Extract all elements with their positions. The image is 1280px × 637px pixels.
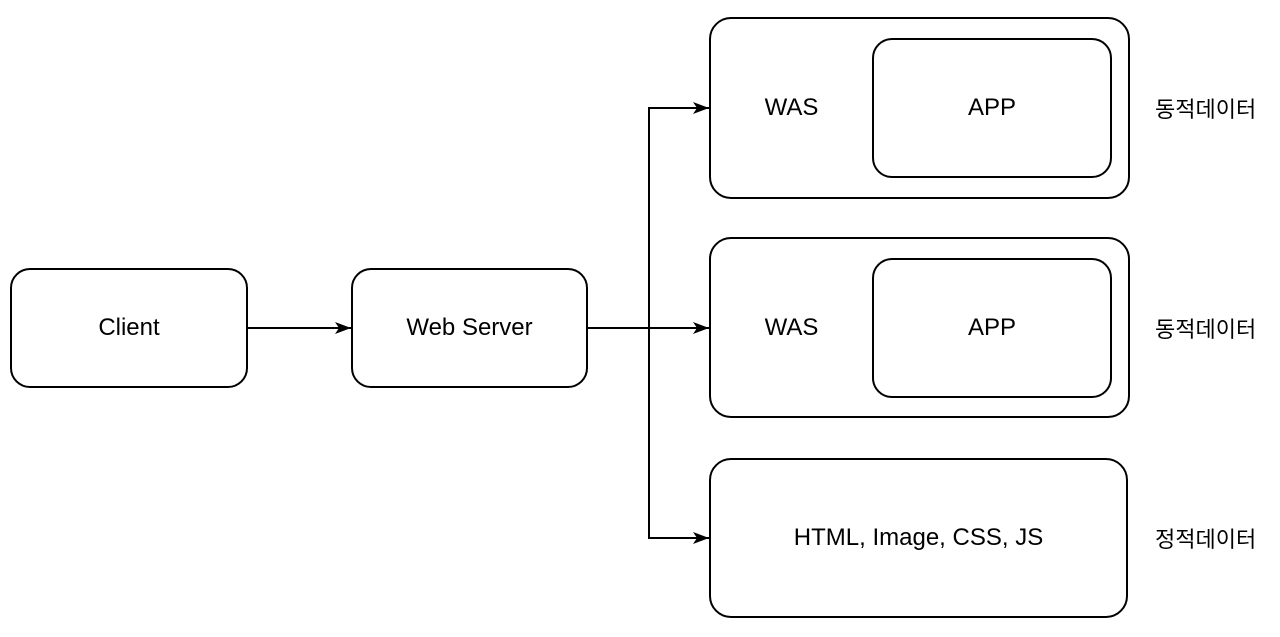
node-static-content[interactable]: HTML, Image, CSS, JS xyxy=(709,458,1128,618)
node-static-content-label: HTML, Image, CSS, JS xyxy=(793,523,1044,551)
node-app-top[interactable]: APP xyxy=(872,38,1112,178)
node-was-top[interactable]: WAS APP xyxy=(709,17,1130,199)
node-web-server-label: Web Server xyxy=(406,313,533,341)
annotation-dynamic-data-mid: 동적데이터 xyxy=(1155,316,1257,342)
node-was-mid-label: WAS xyxy=(764,313,819,341)
node-web-server[interactable]: Web Server xyxy=(351,268,588,388)
node-app-top-label: APP xyxy=(967,94,1017,121)
node-app-mid-label: APP xyxy=(967,314,1017,341)
node-app-mid[interactable]: APP xyxy=(872,258,1112,398)
node-was-top-label: WAS xyxy=(764,94,819,121)
edge-webserver-to-static xyxy=(588,327,709,544)
annotation-static-data: 정적데이터 xyxy=(1155,527,1257,552)
node-was-mid[interactable]: WAS APP xyxy=(709,237,1130,418)
node-client[interactable]: Client xyxy=(10,268,248,388)
node-client-label: Client xyxy=(98,313,160,341)
annotation-dynamic-data-top: 동적데이터 xyxy=(1155,97,1257,122)
edge-webserver-to-was-top xyxy=(588,102,709,329)
